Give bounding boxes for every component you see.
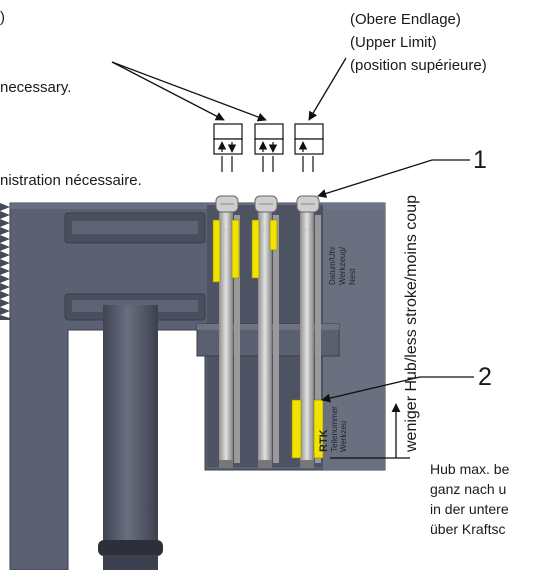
hub-line: Hub max. be xyxy=(430,461,510,477)
vertical-column xyxy=(103,305,158,557)
yellow-markers-upper xyxy=(212,219,278,283)
upper-limit-fr-label: (position supérieure) xyxy=(350,57,487,74)
engraving-line: Werkzeu xyxy=(339,421,348,452)
cutoff-paren: ) xyxy=(0,9,5,26)
hub-text-block: Hub max. be ganz nach u in der untere üb… xyxy=(430,461,510,537)
engraving-line: Werkzeug/ xyxy=(338,246,347,285)
arrow-icon xyxy=(111,61,225,121)
cutoff-french-text: nistration nécessaire. xyxy=(0,172,142,189)
engraving-bottom: RTK Teilenummer Werkzeu xyxy=(318,406,348,452)
engraving-line: Datum/Uhr xyxy=(328,246,337,285)
rod xyxy=(258,210,272,465)
engraving-line: Nest xyxy=(348,268,357,285)
stroke-vertical-label: weniger Hub/less stroke/moins coup xyxy=(403,195,420,453)
arrow-icon xyxy=(111,61,267,122)
engraving-line: Teilenummer xyxy=(330,406,339,452)
valve-symbols xyxy=(213,123,324,172)
valve-symbol-icon xyxy=(254,123,284,172)
callout-1-number: 1 xyxy=(473,146,487,174)
valve-symbol-icon xyxy=(294,123,324,172)
pin-heads xyxy=(215,195,320,213)
cutoff-necessary-text: necessary. xyxy=(0,79,71,96)
hub-line: ganz nach u xyxy=(430,481,506,497)
arrow-icon xyxy=(308,57,347,121)
rod xyxy=(300,210,314,465)
upper-limit-en-label: (Upper Limit) xyxy=(350,34,437,51)
pointer-arrows xyxy=(111,57,347,122)
callout-1: 1 xyxy=(317,146,487,198)
stroke-indicator: weniger Hub/less stroke/moins coup xyxy=(330,195,420,459)
yellow-markers-lower xyxy=(291,399,324,459)
valve-symbol-icon xyxy=(213,123,243,172)
hub-line: über Kraftsc xyxy=(430,521,505,537)
engraving-logo: RTK xyxy=(318,429,330,452)
serrated-edge xyxy=(0,203,10,320)
callout-2-number: 2 xyxy=(478,363,492,391)
rods xyxy=(219,210,321,465)
upper-limit-de-label: (Obere Endlage) xyxy=(350,11,461,28)
callout-2: 2 xyxy=(321,363,492,403)
o-ring xyxy=(98,540,163,556)
rod xyxy=(219,210,233,465)
hub-line: in der untere xyxy=(430,501,509,517)
engraving-top: Datum/Uhr Werkzeug/ Nest xyxy=(328,246,357,285)
tool-body: Datum/Uhr Werkzeug/ Nest RTK Teilenummer… xyxy=(0,195,386,571)
